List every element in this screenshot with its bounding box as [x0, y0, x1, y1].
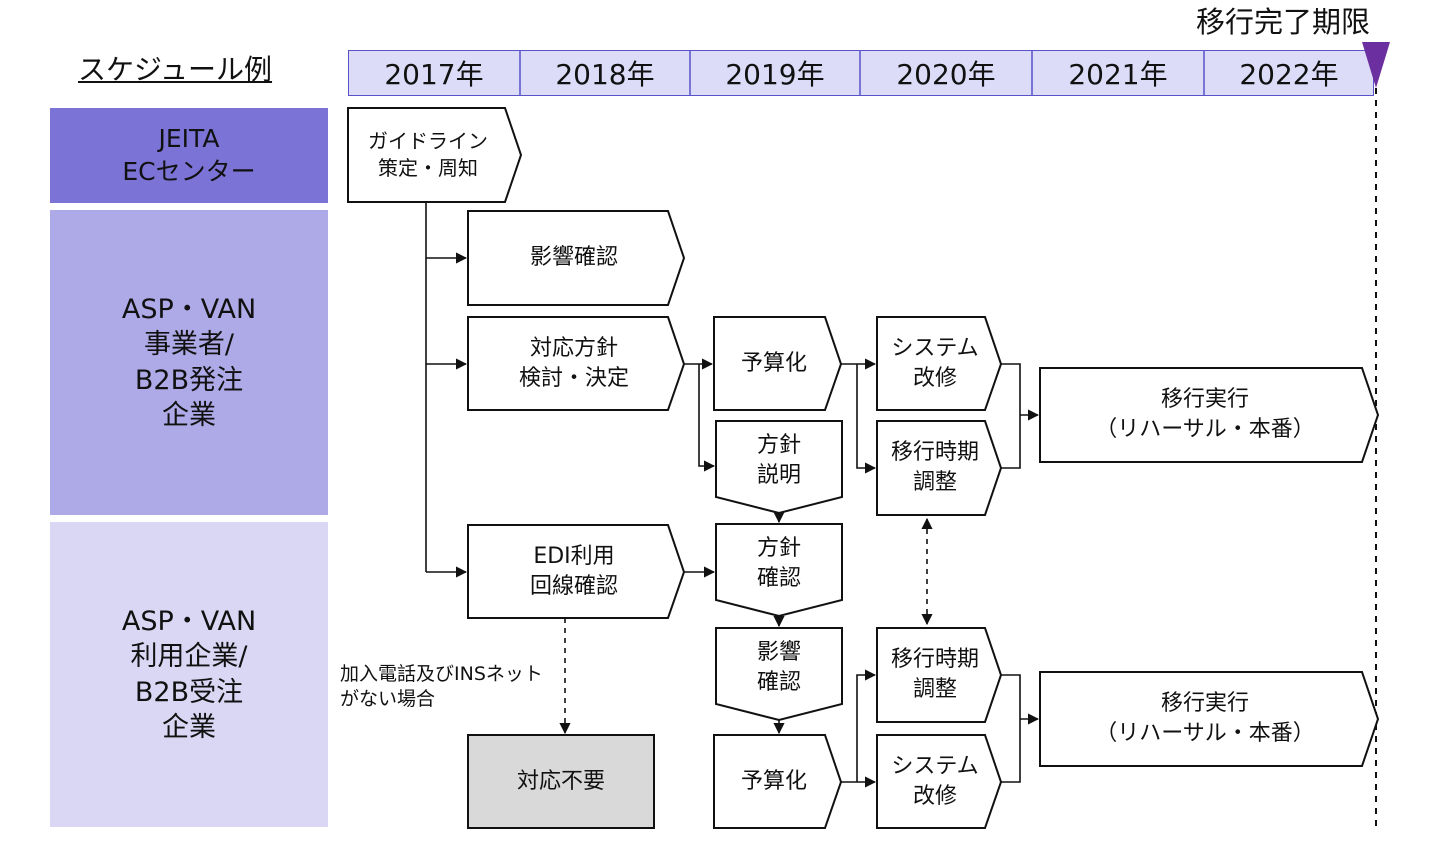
- shape-guideline: [347, 107, 523, 203]
- step-guideline: ガイドライン 策定・周知: [368, 129, 488, 180]
- step-migration-run-user: 移行実行 （リハーサル・本番）: [1095, 691, 1315, 746]
- row-user: ASP・VAN 利用企業/ B2B受注 企業: [50, 522, 328, 827]
- year-2020: 2020年: [896, 58, 996, 91]
- row-jeita: JEITA ECセンター: [50, 108, 328, 203]
- shape-migration-timing-user: [876, 627, 1003, 723]
- shape-policy-decision: [467, 316, 686, 411]
- step-no-action: 対応不要: [516, 768, 605, 794]
- year-2022: 2022年: [1239, 58, 1339, 91]
- schedule-label: スケジュール例: [78, 53, 273, 86]
- shape-policy-confirm: [715, 523, 843, 618]
- step-policy-explain: 方針 説明: [756, 433, 801, 488]
- deadline-marker-icon: [1362, 42, 1390, 88]
- shape-edi-line-check: [467, 524, 686, 619]
- shape-system-fix-user: [876, 734, 1003, 829]
- step-migration-timing-provider: 移行時期 調整: [890, 440, 979, 495]
- no-line-condition-note: 加入電話及びINSネット がない場合: [340, 663, 543, 710]
- shape-policy-explain: [715, 420, 843, 515]
- step-policy-confirm: 方針 確認: [756, 536, 801, 591]
- year-2017: 2017年: [384, 58, 484, 91]
- shape-impact-check-user: [715, 627, 843, 722]
- step-policy-decision: 対応方針 検討・決定: [518, 335, 629, 391]
- shape-migration-timing-provider: [876, 420, 1003, 516]
- step-impact-check-provider: 影響確認: [529, 245, 618, 271]
- shape-migration-run-provider: [1039, 367, 1380, 463]
- step-budget-provider: 予算化: [740, 350, 807, 376]
- year-dividers: [519, 50, 1205, 96]
- deadline-label: 移行完了期限: [1196, 5, 1371, 39]
- shape-budget-provider: [713, 316, 843, 411]
- row-provider: ASP・VAN 事業者/ B2B発注 企業: [50, 210, 328, 515]
- shape-no-action: [467, 734, 655, 829]
- step-migration-run-provider: 移行実行 （リハーサル・本番）: [1095, 387, 1315, 442]
- step-system-fix-user: システム 改修: [891, 753, 979, 809]
- step-budget-user: 予算化: [740, 768, 807, 794]
- shape-impact-check-provider: [467, 210, 686, 306]
- step-impact-check-user: 影響 確認: [756, 640, 801, 695]
- shape-budget-user: [713, 734, 843, 829]
- year-2019: 2019年: [725, 58, 825, 91]
- year-header-bar: [348, 50, 1374, 96]
- step-migration-timing-user: 移行時期 調整: [890, 647, 979, 702]
- shape-migration-run-user: [1039, 671, 1380, 767]
- year-2018: 2018年: [555, 58, 655, 91]
- step-system-fix-provider: システム 改修: [891, 335, 979, 391]
- year-2021: 2021年: [1068, 58, 1168, 91]
- step-edi-line-check: EDI利用 回線確認: [529, 543, 618, 599]
- shape-system-fix-provider: [876, 316, 1003, 411]
